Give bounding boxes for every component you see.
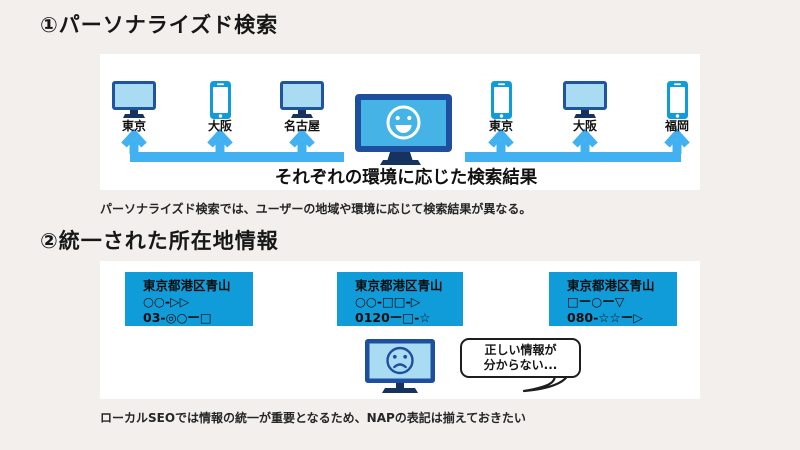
- address-line: 03-◎○ー□: [143, 310, 212, 325]
- device-label: 東京: [488, 119, 513, 133]
- device-osaka-desktop: 大阪: [555, 81, 615, 133]
- section2-title: ②統一された所在地情報: [40, 229, 279, 253]
- desktop-monitor-icon: [112, 81, 156, 119]
- bubble-line: 分からない...: [483, 358, 558, 372]
- smartphone-icon: [209, 81, 231, 119]
- smartphone-icon: [490, 81, 512, 119]
- address-card-3: 東京都港区青山 □ー○ー▽ 080-☆☆ー▷: [549, 272, 677, 326]
- section1-title: ①パーソナライズド検索: [40, 13, 279, 37]
- address-line: 080-☆☆ー▷: [567, 310, 643, 325]
- happy-face-monitor-icon: [355, 94, 452, 165]
- device-label: 福岡: [664, 119, 689, 133]
- section2-panel: 東京都港区青山 ○○-▷▷ 03-◎○ー□ 東京都港区青山 ○○-□□-▷ 01…: [100, 261, 700, 399]
- device-label: 大阪: [207, 119, 232, 133]
- address-card-2: 東京都港区青山 ○○-□□-▷ 0120ー□-☆: [337, 272, 463, 326]
- desktop-monitor-icon: [563, 81, 607, 119]
- address-line: 0120ー□-☆: [355, 310, 431, 325]
- address-line: ○○-▷▷: [143, 294, 190, 309]
- address-line: 東京都港区青山: [355, 278, 443, 293]
- device-tokyo-desktop: 東京: [104, 81, 164, 133]
- device-label: 名古屋: [283, 119, 320, 133]
- device-nagoya-desktop: 名古屋: [272, 81, 332, 133]
- device-fukuoka-phone: 福岡: [647, 81, 707, 133]
- device-osaka-phone: 大阪: [190, 81, 250, 133]
- section1-panel: 東京 大阪 名古屋: [100, 54, 700, 190]
- section1-caption: パーソナライズド検索では、ユーザーの地域や環境に応じて検索結果が異なる。: [100, 202, 532, 216]
- speech-bubble-tail: [522, 374, 570, 393]
- flow-arrows: [121, 128, 690, 162]
- device-label: 東京: [121, 119, 146, 133]
- smartphone-icon: [666, 81, 688, 119]
- device-label: 大阪: [572, 119, 597, 133]
- address-line: 東京都港区青山: [143, 278, 231, 293]
- result-text: それぞれの環境に応じた検索結果: [274, 168, 538, 188]
- address-line: □ー○ー▽: [567, 294, 625, 309]
- address-card-1: 東京都港区青山 ○○-▷▷ 03-◎○ー□: [125, 272, 253, 326]
- bubble-line: 正しい情報が: [484, 343, 557, 357]
- desktop-monitor-icon: [280, 81, 324, 119]
- speech-bubble: 正しい情報が 分からない...: [460, 338, 581, 378]
- sad-face-monitor-icon: [365, 339, 435, 393]
- address-line: ○○-□□-▷: [355, 294, 421, 309]
- section2-caption: ローカルSEOでは情報の統一が重要となるため、NAPの表記は揃えておきたい: [100, 411, 526, 425]
- device-tokyo-phone: 東京: [471, 81, 531, 133]
- address-line: 東京都港区青山: [567, 278, 655, 293]
